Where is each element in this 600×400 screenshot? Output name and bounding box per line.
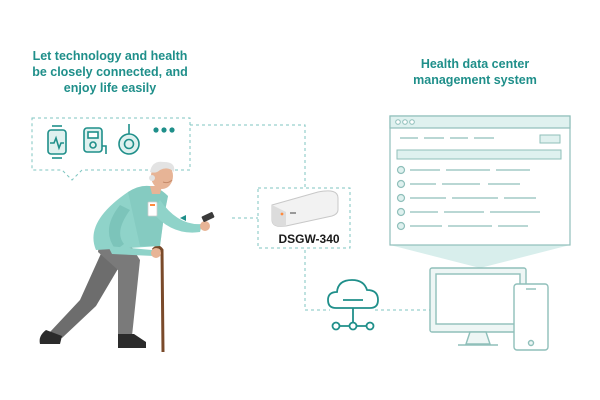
smartwatch-icon [47, 125, 67, 159]
more-dots-icon [153, 127, 175, 133]
dashboard-window [389, 115, 571, 246]
right-caption: Health data center management system [395, 56, 555, 88]
elderly-man-illustration [39, 161, 215, 353]
computer-monitor-icon [429, 267, 527, 346]
window-search-bar [396, 149, 562, 160]
window-action-button [539, 134, 561, 144]
blood-pressure-monitor-icon [83, 127, 107, 154]
right-caption-line-2: management system [413, 73, 537, 87]
wearables-bubble [31, 117, 191, 181]
device-label: DSGW-340 [278, 232, 340, 246]
right-caption-line-1: Health data center [420, 57, 530, 71]
bubble-to-cloud-line [190, 124, 330, 311]
window-controls [395, 119, 415, 125]
left-caption: Let technology and health be closely con… [15, 48, 205, 96]
window-list [396, 165, 540, 231]
pendant-alarm-icon [118, 124, 140, 155]
cloud-network-icon [327, 279, 379, 331]
left-caption-line-2: be closely connected, and [32, 65, 188, 79]
left-caption-line-1: Let technology and health [32, 49, 188, 63]
left-caption-line-3: enjoy life easily [63, 81, 157, 95]
arrow-head-icon [180, 215, 186, 221]
projection-beam [390, 245, 570, 268]
smartphone-icon [513, 283, 549, 351]
gateway-device [257, 187, 351, 249]
